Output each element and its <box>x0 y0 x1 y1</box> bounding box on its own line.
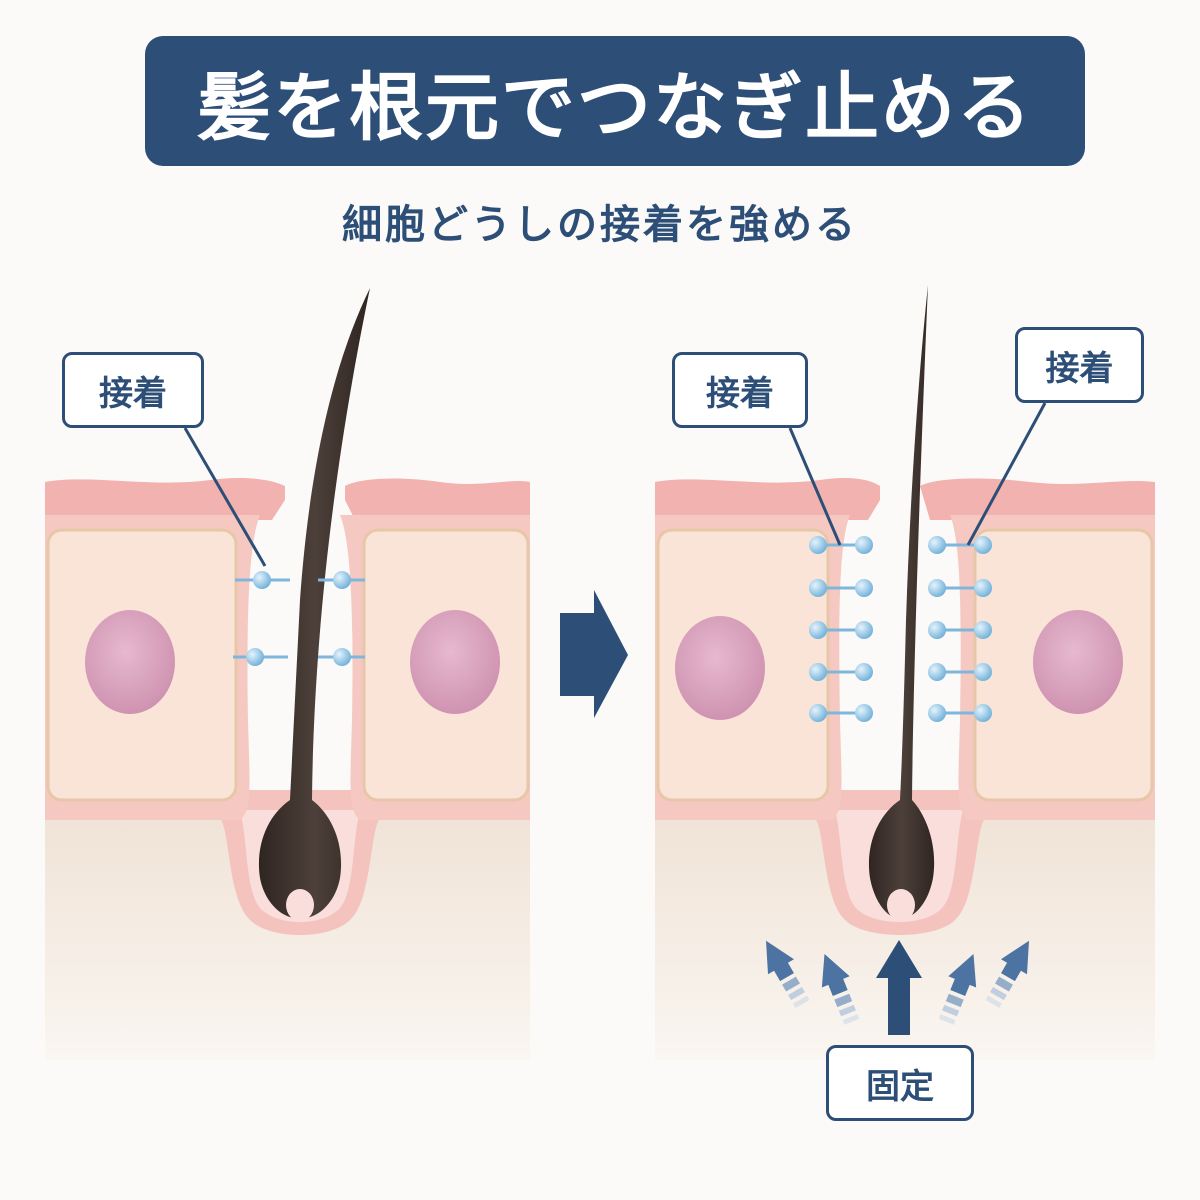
left-label-leader <box>183 427 267 567</box>
right-skin-surface-a <box>655 478 880 520</box>
right-label-leader-a <box>788 427 842 546</box>
left-nucleus-b <box>410 610 500 714</box>
adhesion-label-right-a: 接着 <box>672 352 808 428</box>
right-adhesion-molecules <box>809 536 992 722</box>
adhesion-bead <box>253 571 271 589</box>
arrow-up-icon <box>985 940 1029 1008</box>
left-skin-surface-a <box>45 478 285 520</box>
title-banner: 髪を根元でつなぎ止める <box>145 36 1085 166</box>
adhesion-bead <box>333 571 351 589</box>
right-nucleus-a <box>675 616 765 720</box>
adhesion-label-left: 接着 <box>62 352 204 428</box>
right-nucleus-b <box>1033 610 1123 714</box>
left-adhesion-molecules <box>233 571 365 666</box>
left-skin-surface-b <box>345 478 530 520</box>
arrow-up-icon <box>938 954 977 1025</box>
adhesion-bead <box>246 648 264 666</box>
right-skin-surface-b <box>920 478 1155 520</box>
right-panel <box>655 285 1155 1060</box>
left-hair-shaft <box>258 288 370 919</box>
page-title: 髪を根元でつなぎ止める <box>197 64 1033 151</box>
left-panel <box>45 288 530 1060</box>
arrow-up-icon <box>766 940 810 1008</box>
fixation-label: 固定 <box>826 1045 974 1121</box>
arrow-up-icon <box>876 940 922 1035</box>
arrow-up-icon <box>821 954 860 1025</box>
fixation-arrows <box>766 940 1029 1035</box>
left-dermal-papilla <box>286 889 314 921</box>
adhesion-bead <box>333 648 351 666</box>
right-hair-shaft <box>868 285 935 919</box>
left-nucleus-a <box>85 610 175 714</box>
page-subtitle: 細胞どうしの接着を強める <box>342 202 858 248</box>
arrow-right-icon <box>560 590 628 718</box>
right-label-leader-b <box>966 402 1047 546</box>
right-dermal-papilla <box>887 889 915 921</box>
adhesion-label-right-b: 接着 <box>1015 327 1144 403</box>
